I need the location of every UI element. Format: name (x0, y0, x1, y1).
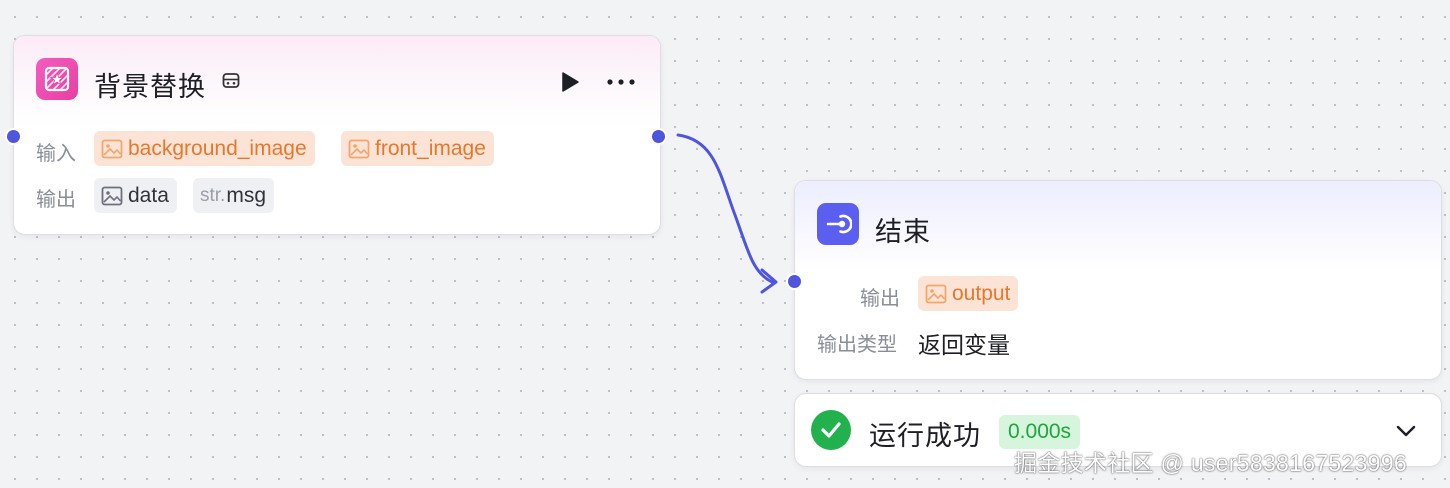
output-variable-tag[interactable]: data (94, 178, 177, 213)
node-title: 结束 (875, 217, 931, 247)
image-icon (348, 139, 370, 158)
node-end[interactable]: 结束 输出 output 输出类型 返回变量 (788, 180, 1442, 380)
input-label: 输入 (36, 143, 76, 165)
image-icon (101, 139, 123, 158)
input-variable-name: front_image (375, 136, 486, 160)
run-status-text: 运行成功 (869, 421, 981, 451)
output-type-label: 输出类型 (817, 334, 897, 356)
node-title: 背景替换 (94, 72, 206, 102)
image-icon (925, 284, 947, 303)
input-variable-name: background_image (128, 136, 307, 160)
chevron-down-icon[interactable] (1391, 418, 1421, 444)
run-status-panel[interactable]: 运行成功 0.000s (794, 393, 1442, 467)
output-variable-tag[interactable]: str. msg (193, 178, 275, 213)
output-label: 输出 (36, 189, 76, 211)
input-port[interactable] (788, 275, 801, 288)
output-variable-name: output (952, 281, 1011, 305)
success-check-icon (811, 410, 851, 450)
node-background-replace[interactable]: 背景替换 输入 background_image (7, 35, 665, 235)
duration-badge: 0.000s (999, 415, 1081, 449)
output-variable-name: data (128, 183, 169, 207)
image-sparkle-icon (36, 58, 78, 100)
edge-arrowhead (760, 268, 778, 294)
input-port[interactable] (7, 130, 20, 143)
more-icon[interactable] (604, 69, 638, 95)
output-port[interactable] (652, 130, 665, 143)
output-label: 输出 (860, 288, 900, 310)
play-icon[interactable] (557, 69, 583, 95)
end-icon (817, 203, 859, 245)
input-variable-tag[interactable]: front_image (341, 131, 494, 166)
output-variable-name: msg (226, 183, 267, 207)
image-icon (101, 186, 123, 205)
package-icon (220, 70, 242, 92)
output-type-value: 返回变量 (918, 332, 1010, 358)
watermark: 掘金技术社区 @ user5838167523996 (1014, 450, 1407, 476)
node-header (14, 36, 660, 126)
output-variable-tag[interactable]: output (918, 276, 1019, 311)
type-prefix: str. (200, 184, 226, 206)
input-variable-tag[interactable]: background_image (94, 131, 315, 166)
node-header (795, 181, 1441, 271)
